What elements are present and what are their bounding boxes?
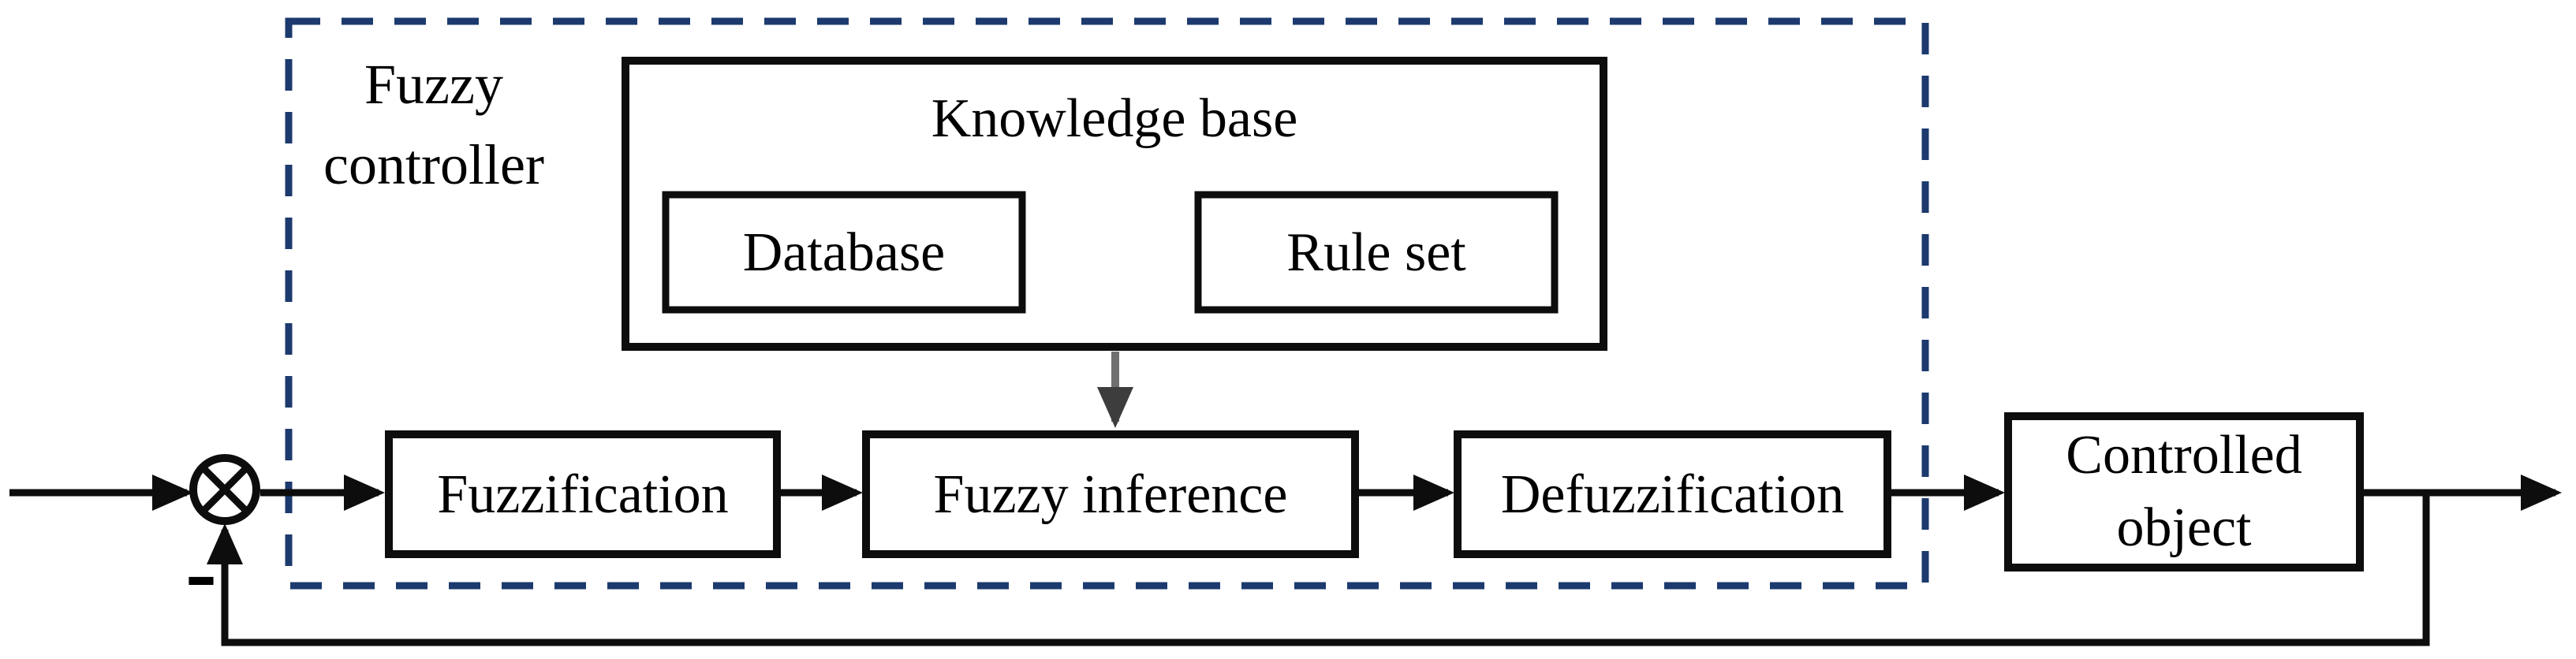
rule-set-label: Rule set xyxy=(1286,222,1466,283)
controlled-object-label-line2: object xyxy=(2116,497,2252,558)
arrow-feedback-loop xyxy=(207,493,2430,646)
defuzzification-label: Defuzzification xyxy=(1500,464,1845,525)
fuzzy-controller-label-line1: Fuzzy xyxy=(364,52,503,116)
fuzzy-controller-label-line2: controller xyxy=(323,133,544,196)
rule-set-box xyxy=(1194,191,1559,314)
database-box xyxy=(662,191,1026,314)
controlled-object-label: Controlled object xyxy=(2008,416,2360,568)
summing-junction-cross-line-2 xyxy=(200,464,250,515)
database-label: Database xyxy=(742,222,946,283)
knowledge-base-label: Knowledge base xyxy=(931,87,1298,149)
fuzzy-inference-label: Fuzzy inference xyxy=(933,464,1288,525)
fuzzy-controller-boundary xyxy=(285,17,1929,590)
feedback-minus-sign: - xyxy=(185,519,217,624)
controlled-object-label-line1: Controlled xyxy=(2066,424,2302,486)
fuzzification-label: Fuzzification xyxy=(437,464,729,525)
controlled-object-box xyxy=(2004,412,2364,572)
fuzzy-controller-label: Fuzzy controller xyxy=(300,38,568,211)
